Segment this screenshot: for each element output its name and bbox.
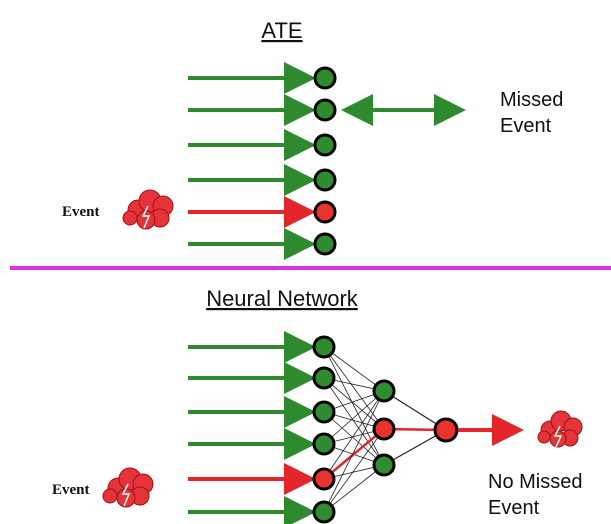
ate-nodes [313, 66, 337, 256]
ate-event-label: Event [62, 204, 100, 220]
nn-input-node-2 [312, 366, 336, 390]
nn-output-event-cloud-icon [537, 410, 583, 448]
nn-input-node-3 [312, 400, 336, 424]
nn-hidden-node-1 [372, 379, 396, 403]
ate-title: ATE [261, 18, 302, 43]
nn-connection-input-3-hidden-3 [323, 411, 385, 466]
nn-input-arrows [188, 331, 316, 524]
ate-node-3 [313, 133, 337, 157]
ate-node-2 [313, 98, 337, 122]
nn-event-label: Event [52, 482, 90, 498]
nn-input-node-6 [312, 500, 336, 524]
nn-no-missed-label-line2: Event [488, 497, 540, 519]
ate-node-6 [313, 232, 337, 256]
nn-connection-input-6-hidden-3 [323, 464, 385, 513]
nn-connection-input-1-hidden-1 [323, 346, 385, 392]
nn-input-nodes [312, 335, 336, 524]
ate-input-arrows [188, 62, 316, 260]
nn-input-node-event [312, 467, 336, 491]
nn-connection-input-2-hidden-3 [323, 377, 385, 466]
nn-connection-input-2-hidden-2 [323, 377, 385, 430]
ate-missed-label-line1: Missed [500, 89, 563, 111]
nn-connection-input-1-hidden-2 [323, 346, 385, 430]
nn-no-missed-label-line1: No Missed [488, 471, 582, 493]
nn-input-node-1 [312, 335, 336, 359]
nn-event-cloud-icon [102, 467, 154, 508]
nn-hidden-node-3 [372, 453, 396, 477]
ate-node-1 [313, 66, 337, 90]
nn-hidden-nodes [372, 379, 396, 477]
ate-event-cloud-icon [122, 189, 174, 230]
nn-connection-input-1-hidden-3 [323, 346, 385, 466]
nn-hidden-node-2 [372, 417, 396, 441]
nn-connection-input-4-hidden-1 [323, 390, 385, 445]
ate-node-4 [313, 168, 337, 192]
nn-connection-input-5-hidden-1 [323, 390, 385, 480]
nn-connection-input-6-hidden-2 [323, 428, 385, 513]
nn-connection-input-6-hidden-1 [323, 390, 385, 513]
nn-connection-input-5-hidden-2 [323, 428, 385, 480]
ate-node-event [313, 200, 337, 224]
nn-title: Neural Network [206, 286, 359, 311]
nn-output-node [433, 417, 459, 443]
nn-input-node-4 [312, 432, 336, 456]
ate-missed-label-line2: Event [500, 115, 552, 137]
